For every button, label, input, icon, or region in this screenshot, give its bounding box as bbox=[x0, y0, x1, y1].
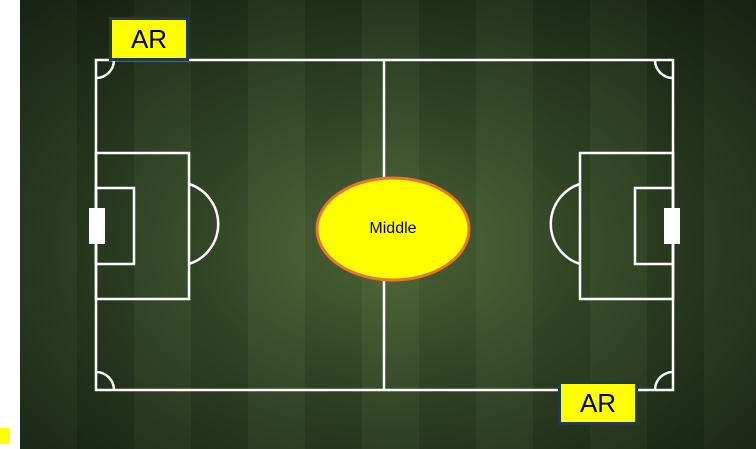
middle-label: Middle bbox=[369, 220, 417, 237]
right-goal bbox=[664, 208, 680, 244]
right-penalty-box bbox=[578, 151, 675, 301]
left-penalty-box bbox=[94, 151, 191, 301]
left-penalty-arc bbox=[188, 182, 220, 266]
corner-arc-bottom-right bbox=[653, 370, 674, 391]
middle-ellipse bbox=[315, 176, 471, 282]
ar-label-top: AR bbox=[109, 17, 189, 61]
corner-arc-bottom-left bbox=[95, 370, 116, 391]
corner-arc-top-left bbox=[95, 59, 116, 80]
ar-label-bottom: AR bbox=[558, 381, 638, 425]
corner-arc-top-right bbox=[653, 59, 674, 80]
right-penalty-arc bbox=[549, 182, 581, 266]
yellow-marker bbox=[0, 428, 10, 444]
left-goal bbox=[89, 208, 105, 244]
